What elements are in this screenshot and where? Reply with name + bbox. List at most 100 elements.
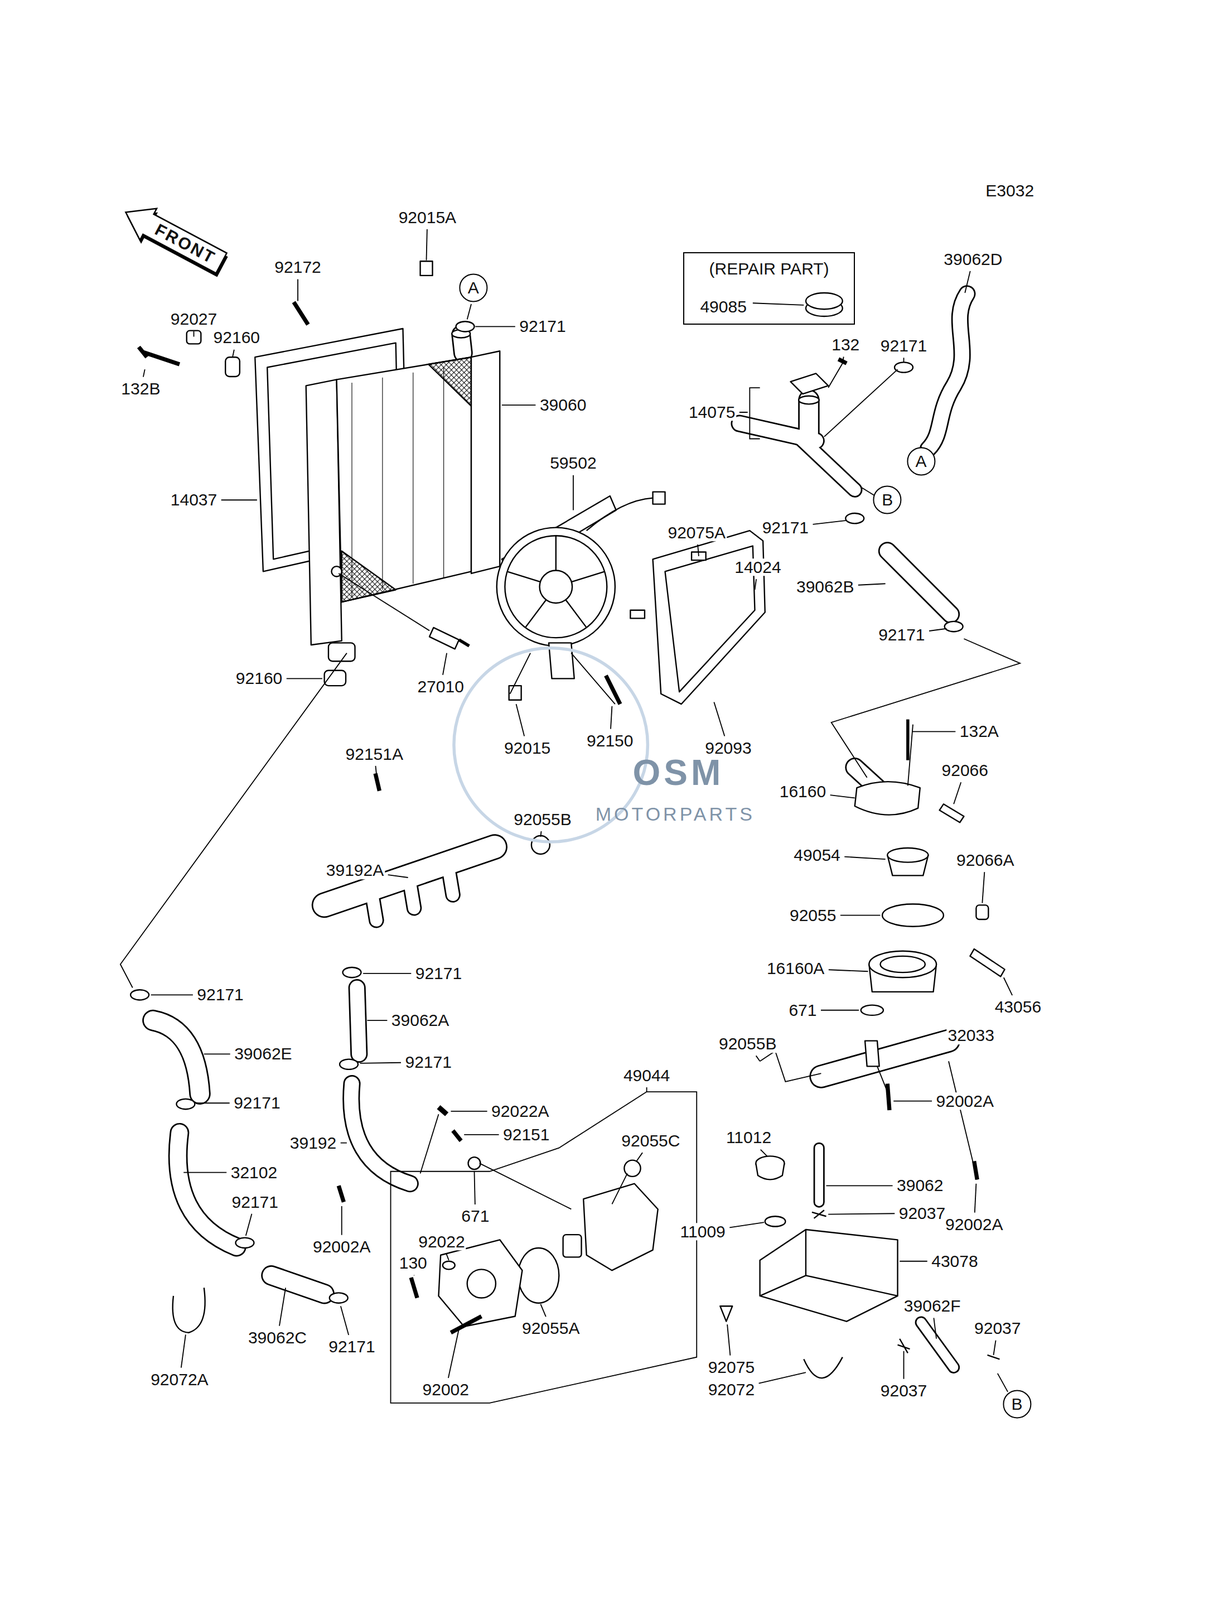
part-drawing bbox=[755, 1162, 785, 1179]
callout-number: 92075A bbox=[666, 523, 727, 542]
callout-number: 92022A bbox=[490, 1101, 550, 1120]
hose-outline bbox=[921, 1321, 955, 1367]
leader-line bbox=[1003, 977, 1013, 995]
part-drawing bbox=[882, 904, 944, 927]
leader-line bbox=[501, 404, 536, 406]
leader-line bbox=[830, 794, 855, 798]
callout-number: 39062F bbox=[902, 1296, 963, 1315]
part-drawing bbox=[864, 1040, 880, 1067]
part-drawing bbox=[428, 356, 472, 406]
part-drawing bbox=[539, 569, 573, 603]
leader-line bbox=[467, 303, 472, 319]
callout-number: 11009 bbox=[679, 1222, 727, 1241]
node-text: 49085 bbox=[699, 297, 747, 316]
leader-line bbox=[844, 856, 886, 859]
leader-line bbox=[232, 349, 235, 358]
leader-line bbox=[752, 302, 804, 306]
leader-line bbox=[515, 703, 525, 736]
part-drawing bbox=[868, 950, 937, 978]
part-drawing bbox=[450, 1315, 482, 1332]
part-drawing bbox=[969, 948, 1005, 976]
callout-number: 92171 bbox=[403, 1052, 453, 1071]
leader-line bbox=[858, 583, 886, 585]
leader-line bbox=[948, 1060, 978, 1179]
node-text: B bbox=[881, 490, 893, 509]
hose-body bbox=[799, 399, 819, 434]
leader-line bbox=[338, 573, 430, 631]
leader-line bbox=[448, 1327, 459, 1377]
hose-body bbox=[177, 1132, 237, 1247]
part-drawing bbox=[411, 1277, 418, 1298]
part-drawing bbox=[176, 1098, 195, 1109]
part-drawing bbox=[328, 642, 356, 661]
leader-line bbox=[193, 331, 195, 337]
part-drawing bbox=[906, 719, 910, 761]
leader-line bbox=[297, 278, 299, 301]
part-drawing bbox=[420, 260, 433, 276]
hose-body bbox=[351, 1083, 411, 1183]
part-drawing bbox=[130, 989, 149, 1000]
part-drawing bbox=[338, 1185, 344, 1202]
callout-number: 671 bbox=[460, 1206, 491, 1225]
part-drawing bbox=[630, 610, 645, 619]
callout-number: 92055C bbox=[620, 1131, 681, 1150]
callout-number: 39062 bbox=[895, 1176, 945, 1195]
callout-number: 92171 bbox=[195, 985, 245, 1004]
callout-number: 132A bbox=[958, 722, 1000, 741]
leader-line bbox=[540, 1303, 546, 1317]
hose-outline bbox=[927, 293, 968, 449]
callout-number: 671 bbox=[787, 1001, 818, 1019]
callout-number: 49054 bbox=[792, 846, 841, 864]
part-drawing bbox=[456, 321, 475, 332]
leader-line bbox=[933, 1317, 937, 1338]
callout-number: 92171 bbox=[879, 336, 928, 355]
part-drawing bbox=[760, 1229, 898, 1296]
leader-line bbox=[893, 1100, 932, 1102]
leader-line bbox=[143, 369, 145, 377]
callout-number: 39062A bbox=[390, 1011, 451, 1029]
part-drawing bbox=[458, 639, 470, 646]
callout-number: 14024 bbox=[733, 558, 782, 577]
part-drawing bbox=[506, 535, 606, 628]
leader-line bbox=[360, 1062, 401, 1063]
part-drawing bbox=[329, 1292, 348, 1303]
part-drawing bbox=[531, 835, 550, 854]
part-drawing bbox=[351, 366, 444, 597]
callout-number: 92171 bbox=[232, 1093, 282, 1112]
part-drawing bbox=[471, 350, 500, 574]
watermark-text: MOTORPARTS bbox=[594, 804, 757, 825]
callout-number: 92093 bbox=[703, 738, 753, 757]
front-arrow: FRONT bbox=[117, 196, 230, 279]
callout-number: 92037 bbox=[973, 1319, 1022, 1338]
callout-number: 92002 bbox=[421, 1380, 471, 1399]
leader-line bbox=[929, 628, 947, 631]
hose-body bbox=[927, 293, 968, 449]
part-drawing bbox=[811, 1209, 827, 1218]
reference-circle: B bbox=[1002, 1389, 1032, 1418]
hose-body bbox=[271, 1274, 325, 1294]
part-drawing bbox=[653, 491, 666, 505]
callout-number: 32033 bbox=[946, 1026, 996, 1045]
leader-line bbox=[475, 325, 516, 327]
part-drawing bbox=[172, 1287, 206, 1332]
node-text: (REPAIR PART) bbox=[709, 259, 830, 278]
hose-body bbox=[800, 438, 855, 490]
leader-line bbox=[474, 1171, 475, 1205]
leader-line bbox=[636, 1152, 643, 1161]
leader-line bbox=[749, 387, 760, 439]
part-drawing bbox=[805, 292, 843, 309]
part-drawing bbox=[468, 1156, 481, 1169]
callout-number: 92072A bbox=[149, 1370, 210, 1389]
hose-body bbox=[921, 1321, 955, 1367]
leader-line bbox=[899, 1260, 928, 1262]
callout-number: 39060 bbox=[538, 395, 588, 414]
callout-number: 27010 bbox=[416, 677, 465, 696]
hose-outline bbox=[800, 438, 855, 490]
leader-line bbox=[982, 871, 985, 903]
hose-body bbox=[152, 293, 968, 1367]
part-drawing bbox=[563, 1234, 582, 1257]
leader-line bbox=[611, 1172, 627, 1204]
leader-line bbox=[646, 1086, 648, 1092]
leader-line bbox=[363, 972, 412, 974]
callout-number: 14075 bbox=[687, 403, 737, 422]
